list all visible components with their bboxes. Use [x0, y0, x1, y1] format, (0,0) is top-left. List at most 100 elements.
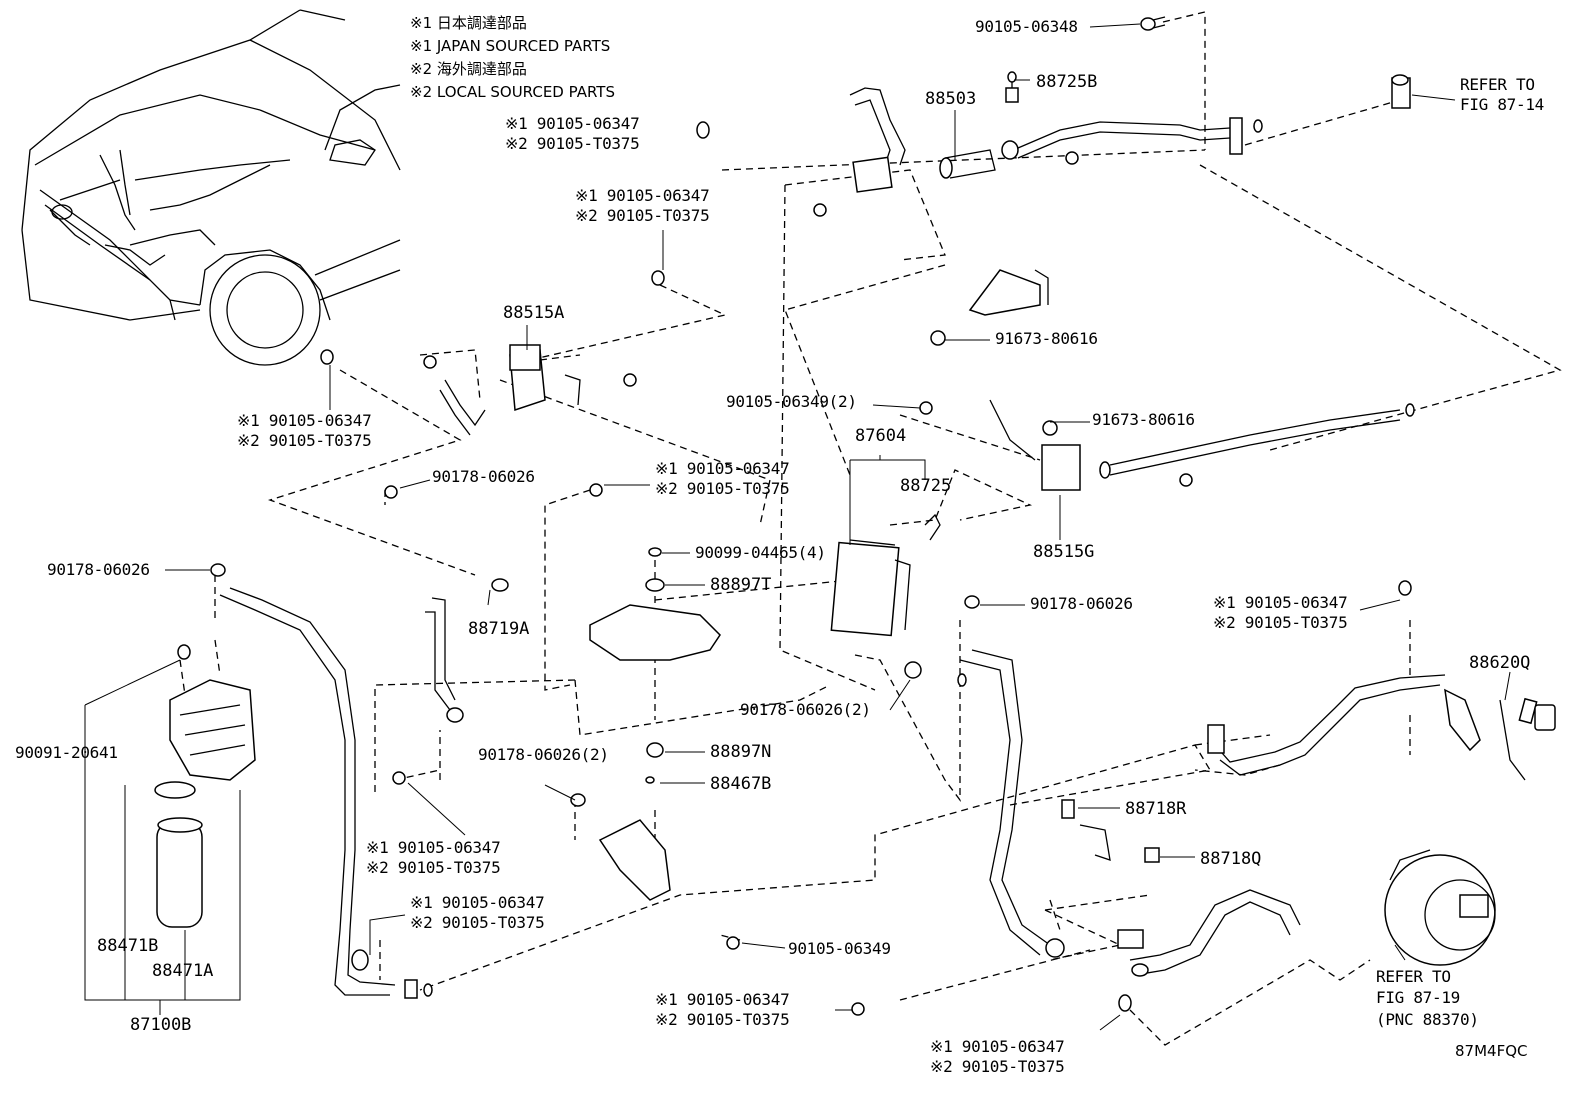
- label-tl-b1: ※1 90105-06347: [575, 186, 709, 205]
- bolt-a: [696, 121, 710, 139]
- bolt-h: [919, 401, 933, 415]
- receiver-dryer-87100B-part: [154, 679, 256, 928]
- compressor-part: [1384, 849, 1496, 966]
- label-90091-20641: 90091-20641: [15, 743, 118, 762]
- legend: ※1 日本調達部品 ※1 JAPAN SOURCED PARTS ※2 海外調達…: [410, 14, 615, 101]
- washer-x: [648, 547, 662, 557]
- hose-88620Q-part: [1207, 674, 1538, 781]
- bolt-c: [320, 349, 334, 365]
- label-tl-d1: ※1 90105-06347: [655, 459, 789, 478]
- label-tl-c1: ※1 90105-06347: [237, 411, 371, 430]
- label-tl-f1: ※1 90105-06347: [366, 838, 500, 857]
- label-refer-to-87-19-c: (PNC 88370): [1376, 1010, 1479, 1029]
- bracket-88897N-part: [570, 742, 671, 901]
- brackets-88718-part: [1061, 799, 1160, 863]
- bolt-b: [651, 270, 665, 286]
- label-tl-g1: ※1 90105-06347: [410, 893, 544, 912]
- label-88467B: 88467B: [710, 774, 771, 794]
- bolt-90105-06348-part: [1140, 16, 1166, 31]
- label-88725: 88725: [900, 476, 951, 496]
- label-88719A: 88719A: [468, 619, 529, 639]
- label-tl-a1: ※1 90105-06347: [505, 114, 639, 133]
- bolt-m: [589, 483, 603, 497]
- bolt-g: [1042, 420, 1058, 436]
- label-tl-i2: ※2 90105-T0375: [930, 1057, 1064, 1076]
- label-tl-f2: ※2 90105-T0375: [366, 858, 500, 877]
- parts-sketches: [154, 16, 1556, 999]
- label-tl-d2: ※2 90105-T0375: [655, 479, 789, 498]
- bracket-88719A-part: [425, 578, 509, 723]
- label-88897N: 88897N: [710, 742, 771, 762]
- label-tl-i1: ※1 90105-06347: [930, 1037, 1064, 1056]
- liquid-pipe-part: [957, 649, 1065, 958]
- label-87100B: 87100B: [130, 1015, 191, 1035]
- clamp-88515G-part: [989, 399, 1415, 491]
- label-tl-h1: ※1 90105-06347: [655, 990, 789, 1009]
- label-87604: 87604: [855, 426, 906, 446]
- label-91673-80616-b: 91673-80616: [1092, 410, 1195, 429]
- bracket-upper-part: [968, 269, 1049, 316]
- label-tl-e1: ※1 90105-06347: [1213, 593, 1347, 612]
- label-88718R: 88718R: [1125, 799, 1187, 819]
- bolt-k: [1179, 473, 1193, 487]
- bracket-88897T-part: [589, 578, 721, 661]
- washer-w: [645, 776, 655, 784]
- label-90105-06349: 90105-06349: [788, 939, 891, 958]
- label-91673-80616-a: 91673-80616: [995, 329, 1098, 348]
- label-90178-06026-c: 90178-06026: [1030, 594, 1133, 613]
- label-88515G: 88515G: [1033, 542, 1094, 562]
- label-88620Q: 88620Q: [1469, 653, 1530, 673]
- nut-p: [904, 661, 922, 679]
- label-tl-c2: ※2 90105-T0375: [237, 431, 371, 450]
- clamp-88515A-part: [439, 344, 581, 436]
- fasteners: [177, 121, 1412, 1016]
- label-tl-g2: ※2 90105-T0375: [410, 913, 544, 932]
- label-tl-b2: ※2 90105-T0375: [575, 206, 709, 225]
- label-88503: 88503: [925, 89, 976, 109]
- label-tl-e2: ※2 90105-T0375: [1213, 613, 1347, 632]
- label-90099-04465-4: 90099-04465(4): [695, 543, 826, 562]
- bolt-j: [423, 355, 437, 369]
- legend-line-3: ※2 海外調達部品: [410, 60, 527, 78]
- bolt-q: [177, 644, 191, 660]
- sensor-88725B-part: [1005, 71, 1019, 103]
- label-90178-06026-b: 90178-06026: [47, 560, 150, 579]
- bolt-d: [813, 203, 827, 217]
- dashed-assembly-lines: [179, 11, 1562, 1046]
- legend-line-4: ※2 LOCAL SOURCED PARTS: [410, 83, 615, 101]
- bolt-l: [384, 485, 398, 499]
- sensor-88620Q-part: [1534, 704, 1556, 731]
- label-88471B: 88471B: [97, 936, 158, 956]
- legend-line-1: ※1 日本調達部品: [410, 14, 527, 32]
- bolt-f: [930, 330, 946, 346]
- bolt-r: [1398, 580, 1412, 596]
- label-refer-to-87-14-a: REFER TO: [1460, 75, 1535, 94]
- suction-hose-88503-part: [849, 87, 1263, 193]
- label-90178-06026-2a: 90178-06026(2): [740, 700, 871, 719]
- label-refer-to-87-19-b: FIG 87-19: [1376, 988, 1460, 1007]
- leader-lines: [84, 23, 1511, 1031]
- label-refer-to-87-19-a: REFER TO: [1376, 967, 1451, 986]
- label-refer-to-87-14-b: FIG 87-14: [1460, 95, 1544, 114]
- label-90105-06349-2: 90105-06349(2): [726, 392, 857, 411]
- label-90178-06026-a: 90178-06026: [432, 467, 535, 486]
- vehicle-illustration: [21, 9, 401, 366]
- bolt-v: [1118, 994, 1132, 1012]
- nut-o: [964, 595, 980, 609]
- label-90105-06348: 90105-06348: [975, 17, 1078, 36]
- bolt-u: [851, 1002, 865, 1016]
- suction-hose-lower-part: [1117, 889, 1301, 977]
- discharge-hose-part: [219, 587, 433, 999]
- bolt-i: [623, 373, 637, 387]
- label-88725B: 88725B: [1036, 72, 1097, 92]
- label-90178-06026-2b: 90178-06026(2): [478, 745, 609, 764]
- label-88471A: 88471A: [152, 961, 213, 981]
- legend-line-2: ※1 JAPAN SOURCED PARTS: [410, 37, 610, 55]
- label-88718Q: 88718Q: [1200, 849, 1261, 869]
- label-tl-a2: ※2 90105-T0375: [505, 134, 639, 153]
- part-labels: 90105-06348 88725B 88503 REFER TO FIG 87…: [15, 17, 1544, 1076]
- label-tl-h2: ※2 90105-T0375: [655, 1010, 789, 1029]
- nut-n: [210, 563, 226, 577]
- label-88515A: 88515A: [503, 303, 564, 323]
